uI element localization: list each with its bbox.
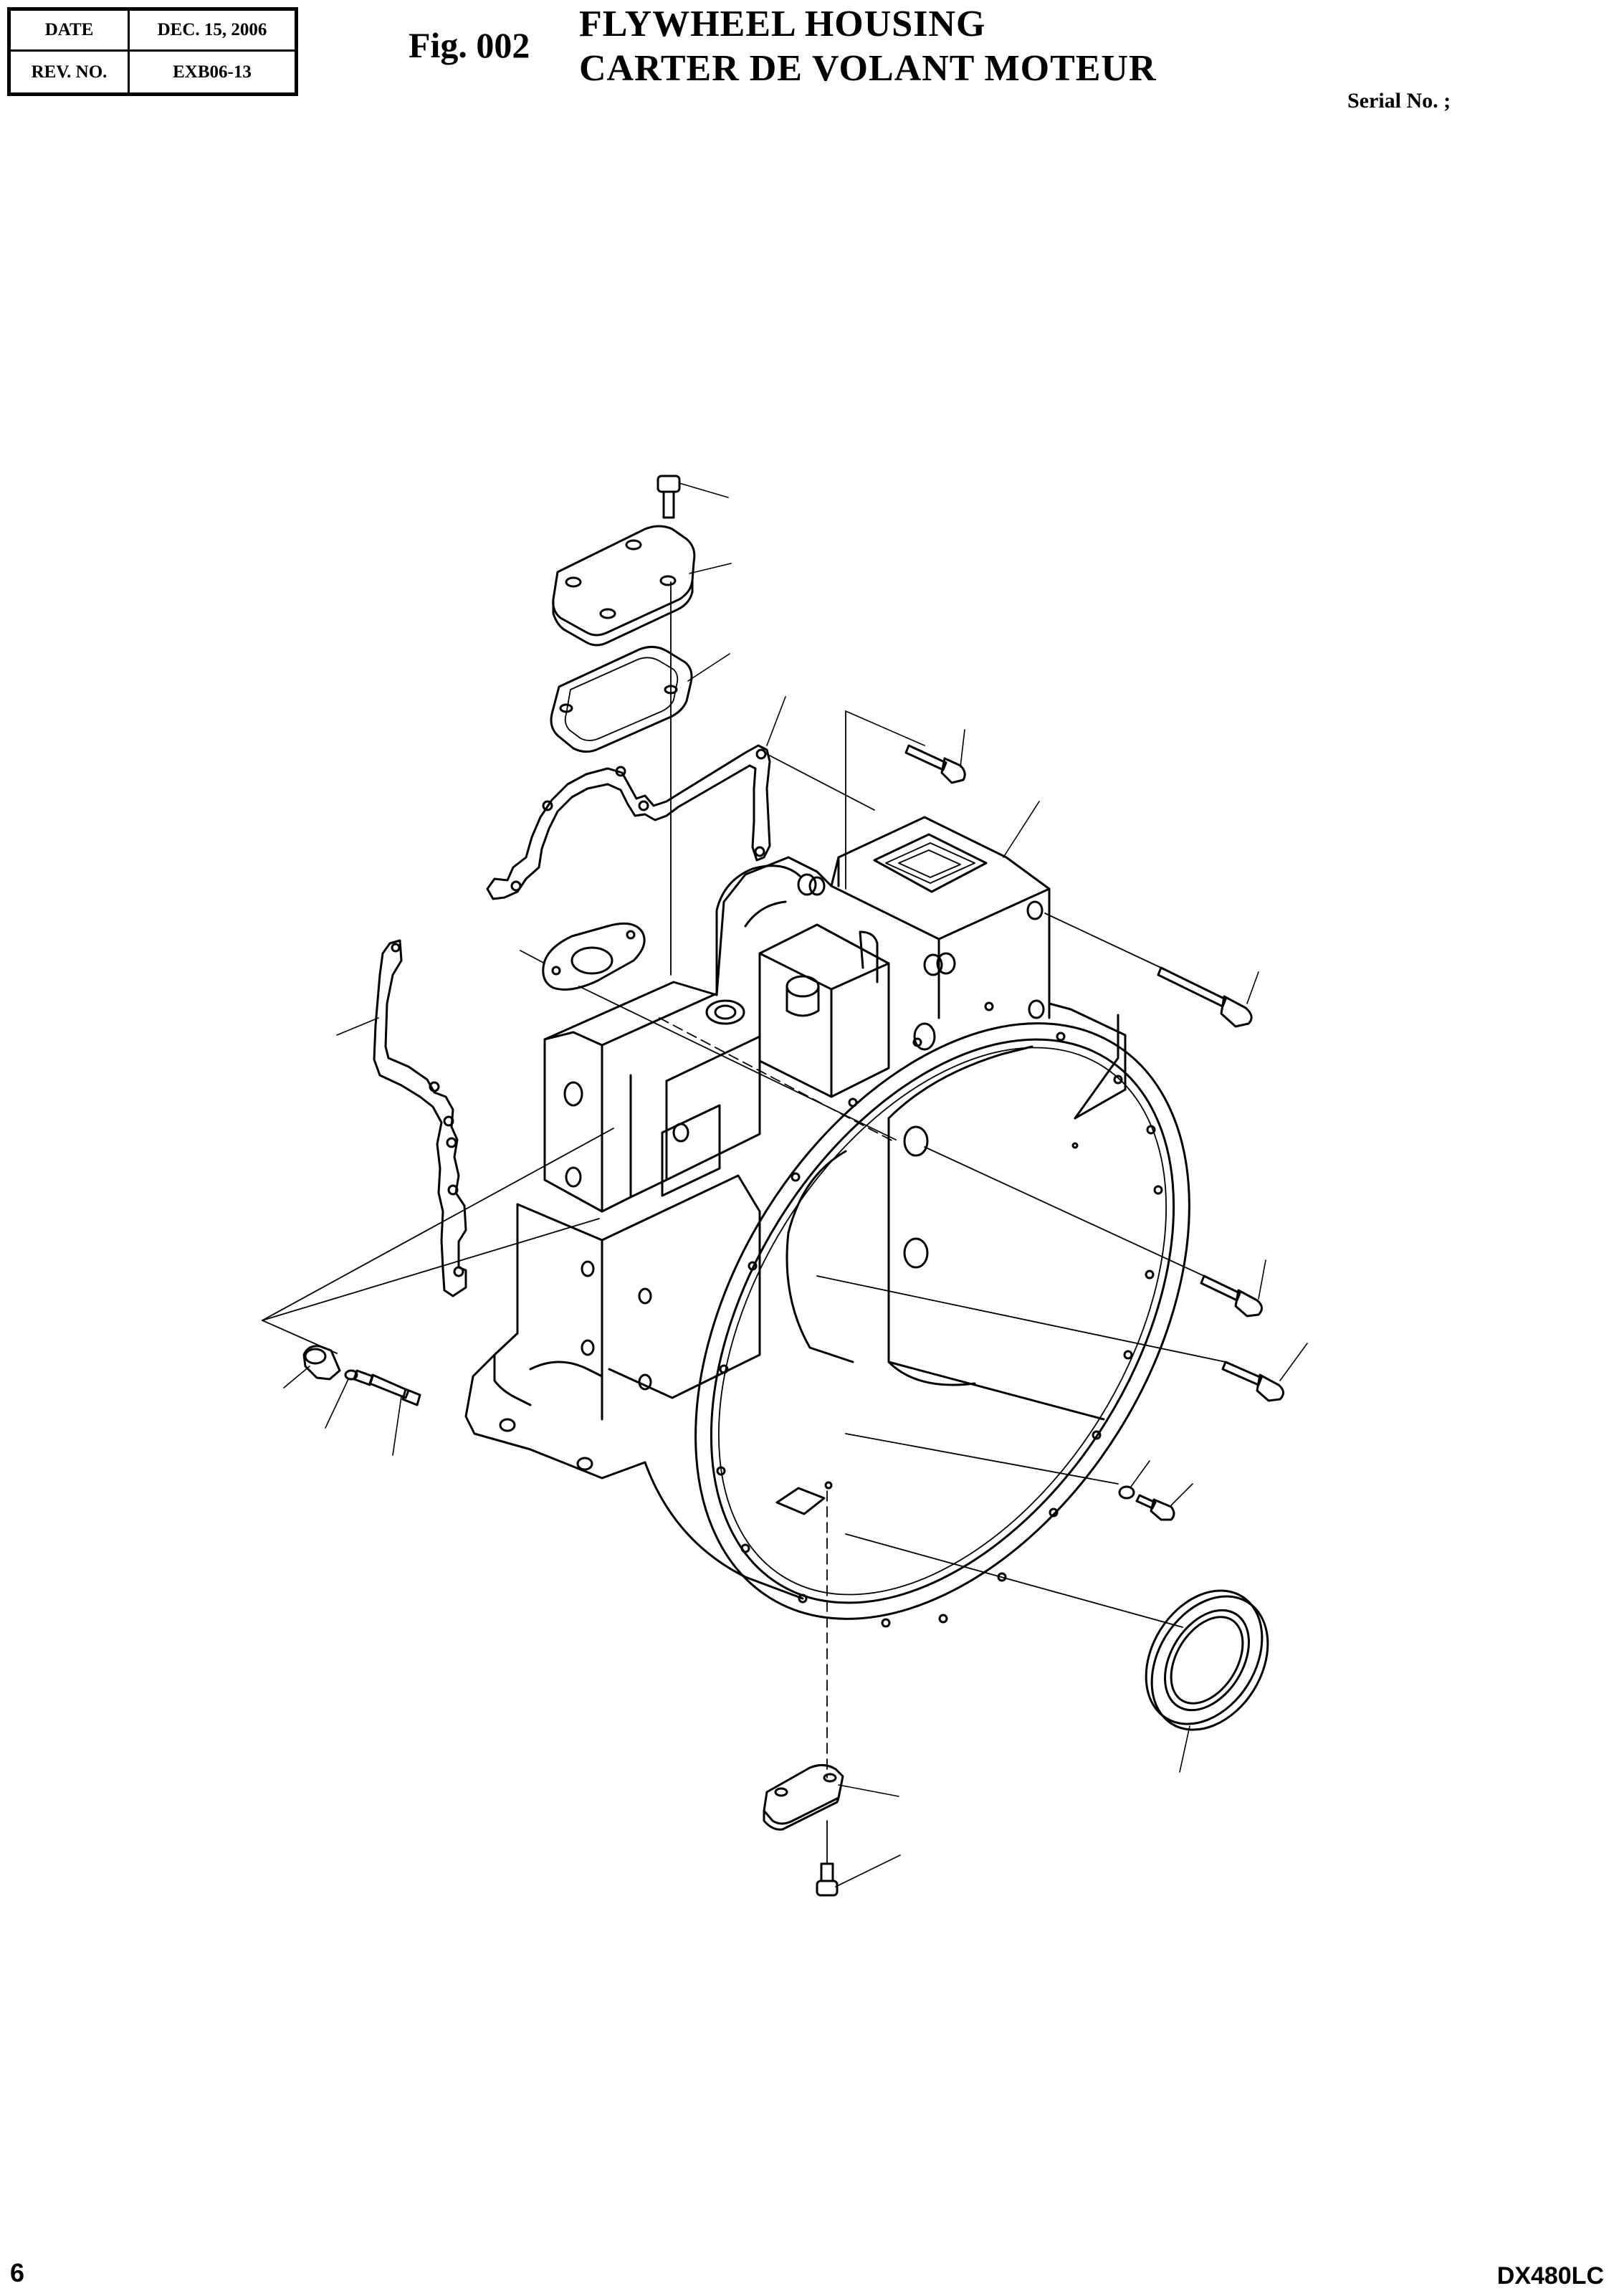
top-cover-plate [552,525,732,647]
right-lower-bolt [816,1275,1308,1402]
bottom-cover-plate [763,1764,899,1831]
date-label: DATE [11,11,130,52]
left-side-gasket [336,939,467,1297]
rev-value: EXB06-13 [173,62,252,82]
upper-housing-gasket [486,696,875,900]
revision-table: DATE DEC. 15, 2006 REV. NO. EXB06-13 [7,7,298,96]
page-number: 6 [10,2258,25,2287]
cover-gasket [550,646,730,753]
right-middle-bolt [924,1146,1266,1318]
left-mounting-hardware [262,1128,614,1456]
top-cover-bolt [656,475,729,519]
washer-small-bolt [845,1433,1193,1521]
flywheel-housing [464,816,1190,1778]
date-value: DEC. 15, 2006 [130,11,295,52]
oil-seal [845,1533,1269,1773]
oval-port-gasket [520,922,897,1140]
upper-right-bolt [904,729,966,784]
bottom-cover-bolt [816,1820,901,1897]
long-right-bolt [1044,913,1259,1028]
serial-number: Serial No. ; [1347,89,1451,113]
rev-label: REV. NO. [11,52,130,92]
model-name: DX480LC [1496,2262,1604,2290]
figure-number: Fig. 002 [409,25,530,65]
title-french: CARTER DE VOLANT MOTEUR [579,48,1157,89]
title-english: FLYWHEEL HOUSING [579,4,986,44]
